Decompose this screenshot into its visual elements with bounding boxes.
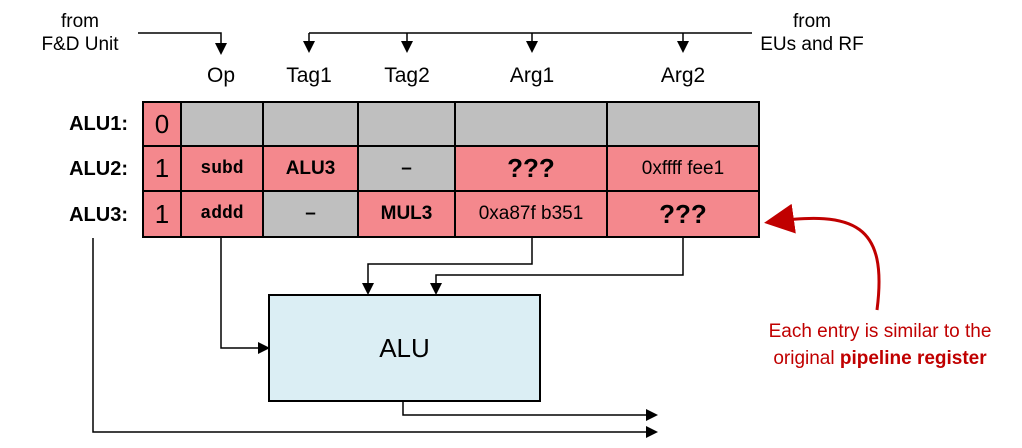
note-pointer-arrow bbox=[764, 203, 881, 311]
cell-tag1: ALU3 bbox=[262, 145, 359, 192]
cell-tag1 bbox=[262, 101, 359, 147]
source-fd-unit: from F&D Unit bbox=[30, 10, 130, 56]
note-line2: original pipeline register bbox=[745, 345, 1015, 372]
column-header-tag1: Tag1 bbox=[286, 64, 332, 87]
pipeline-register-note: Each entry is similar to the original pi… bbox=[745, 318, 1015, 372]
note-emphasis: pipeline register bbox=[839, 348, 987, 369]
valid-bit: 1 bbox=[142, 145, 182, 192]
valid-bit: 1 bbox=[142, 190, 182, 238]
source-fd-line2: F&D Unit bbox=[41, 34, 119, 55]
cell-op: subd bbox=[180, 145, 264, 192]
source-eus-rf: from EUs and RF bbox=[752, 10, 872, 56]
fd-to-op-arrow bbox=[138, 32, 227, 55]
cell-arg1: ??? bbox=[454, 145, 608, 192]
cell-arg2: ??? bbox=[606, 190, 760, 238]
alu-label: ALU bbox=[379, 332, 430, 363]
cell-arg1: 0xa87f b351 bbox=[454, 190, 608, 238]
alu3-tag-output-arrow bbox=[92, 238, 658, 438]
column-header-tag2: Tag2 bbox=[384, 64, 430, 87]
alu-output-arrow bbox=[402, 400, 658, 421]
row-label-alu1: ALU1: bbox=[69, 113, 128, 135]
valid-bit: 0 bbox=[142, 101, 182, 147]
row-label-alu2: ALU2: bbox=[69, 158, 128, 180]
cell-tag2 bbox=[357, 101, 456, 147]
source-fd-line1: from bbox=[61, 11, 99, 32]
arg1-to-alu-arrow bbox=[362, 238, 533, 295]
op-to-alu-arrow bbox=[220, 238, 270, 354]
note-line2-prefix: original bbox=[773, 348, 840, 369]
cell-arg1 bbox=[454, 101, 608, 147]
cell-arg2 bbox=[606, 101, 760, 147]
cell-tag1: – bbox=[262, 190, 359, 238]
cell-arg2: 0xffff fee1 bbox=[606, 145, 760, 192]
arg2-to-alu-arrow bbox=[430, 238, 684, 295]
cell-tag2: MUL3 bbox=[357, 190, 456, 238]
column-header-op: Op bbox=[206, 64, 235, 87]
cell-tag2: – bbox=[357, 145, 456, 192]
row-label-alu3: ALU3: bbox=[69, 204, 128, 226]
note-line1: Each entry is similar to the bbox=[768, 321, 992, 342]
source-eus-line1: from bbox=[793, 11, 831, 32]
cell-op bbox=[180, 101, 264, 147]
source-eus-line2: EUs and RF bbox=[760, 34, 864, 55]
alu-unit-box: ALU bbox=[268, 294, 541, 402]
cell-op: addd bbox=[180, 190, 264, 238]
column-header-arg1: Arg1 bbox=[509, 64, 555, 87]
column-header-arg2: Arg2 bbox=[660, 64, 706, 87]
